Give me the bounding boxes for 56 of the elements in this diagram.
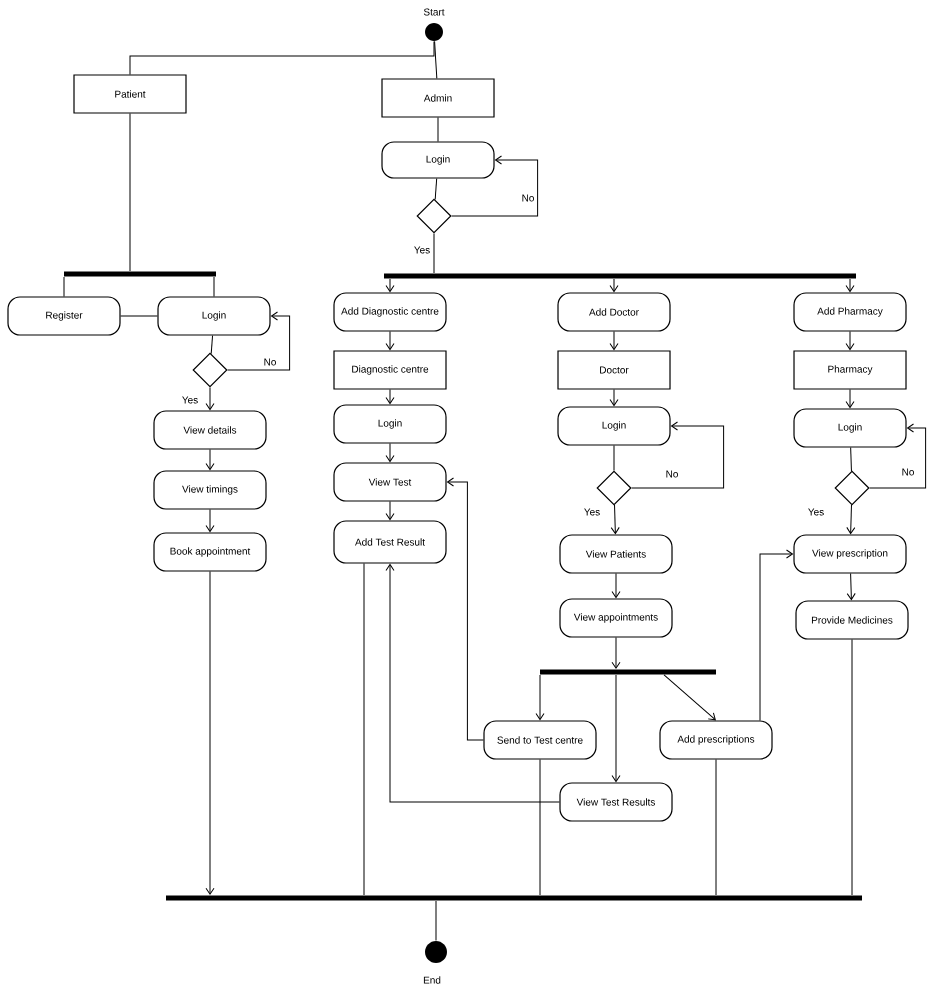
arrow [611,573,621,598]
decision-diamond [834,470,870,506]
arrow [205,509,215,532]
sync-bar [166,895,862,901]
arrow [385,564,560,803]
arrow [609,278,619,292]
terminal-dot [425,23,443,41]
arrow [845,331,855,350]
arrow [447,477,484,741]
decision-diamond [596,470,632,506]
sync-bar [540,669,716,675]
connector-line [715,759,717,896]
connector-line [129,113,131,272]
connector-line [539,759,541,896]
arrow [385,278,395,292]
connector-line [437,117,439,142]
arrow [611,637,621,669]
connector-line [434,40,438,79]
connector-line [613,445,615,471]
connector-line [433,233,435,274]
arrow [759,549,793,721]
arrow [205,387,215,410]
arrow [631,421,725,489]
connector-line [63,276,65,297]
arrow [610,504,620,534]
arrow [609,389,619,406]
decision-diamond [192,352,228,388]
connector-line [850,447,852,472]
connector-line [434,178,438,201]
arrow [227,311,291,371]
arrow [385,443,395,462]
arrow [869,423,927,489]
terminal-dot [425,941,447,963]
connector-line [363,563,365,896]
arrow [385,501,395,520]
arrow [609,331,619,350]
decision-diamond [416,198,452,234]
arrow [451,155,539,217]
arrow [845,278,855,292]
connector-line [851,639,853,896]
connector-line [120,315,158,317]
connector-line [210,335,214,355]
arrow [385,331,395,350]
sync-bar [384,273,856,279]
connector-line [213,276,215,297]
arrow [535,674,545,720]
connector-line [435,900,437,942]
arrow [205,571,215,895]
arrow [845,389,855,408]
sync-bar [64,271,216,277]
connector-line [129,40,435,75]
arrow [846,504,856,534]
arrow [205,449,215,470]
arrow [385,389,395,404]
arrow [611,674,621,782]
arrow [846,573,856,600]
